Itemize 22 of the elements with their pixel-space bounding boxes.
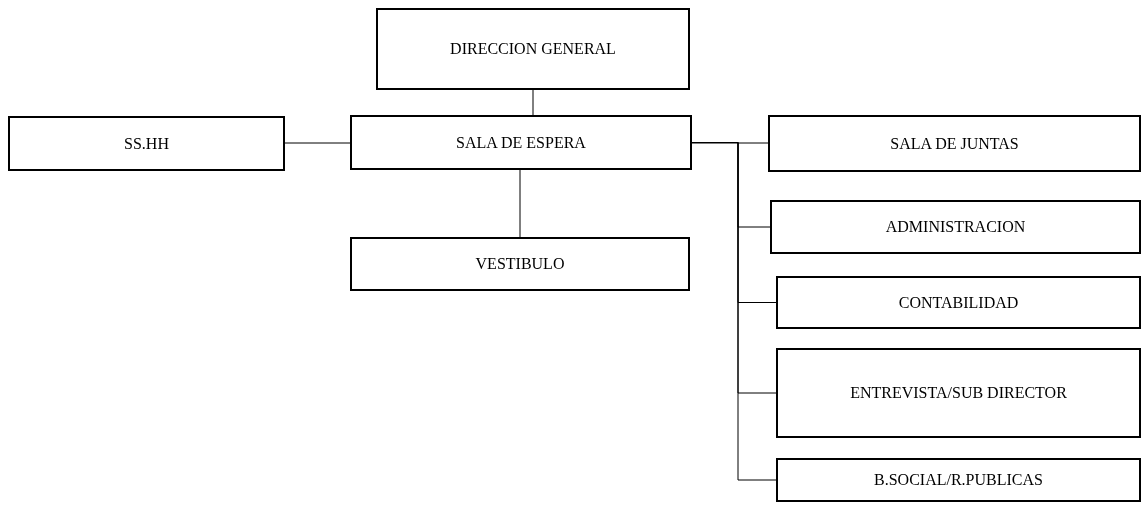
room-label: B.SOCIAL/R.PUBLICAS	[873, 471, 1044, 489]
room-box	[776, 348, 1141, 438]
room-box	[776, 276, 1141, 329]
connector-line	[284, 142, 351, 144]
connector-line	[532, 89, 534, 116]
room-box	[770, 200, 1141, 254]
room-label: SALA DE JUNTAS	[889, 134, 1020, 153]
room-label: SS.HH	[123, 134, 170, 153]
room-label: ENTREVISTA/SUB DIRECTOR	[849, 384, 1068, 402]
room-box	[350, 115, 692, 170]
room-label: SALA DE ESPERA	[455, 133, 587, 152]
room-box	[350, 237, 690, 291]
room-box	[8, 116, 285, 171]
room-box	[768, 115, 1141, 172]
room-box	[376, 8, 690, 90]
room-box	[776, 458, 1141, 502]
connector-line	[691, 142, 769, 144]
room-label: CONTABILIDAD	[897, 293, 1020, 312]
room-label: ADMINISTRACION	[884, 218, 1027, 236]
room-label: VESTIBULO	[474, 255, 566, 273]
room-label: DIRECCION GENERAL	[449, 40, 617, 58]
connector-line	[519, 169, 521, 238]
